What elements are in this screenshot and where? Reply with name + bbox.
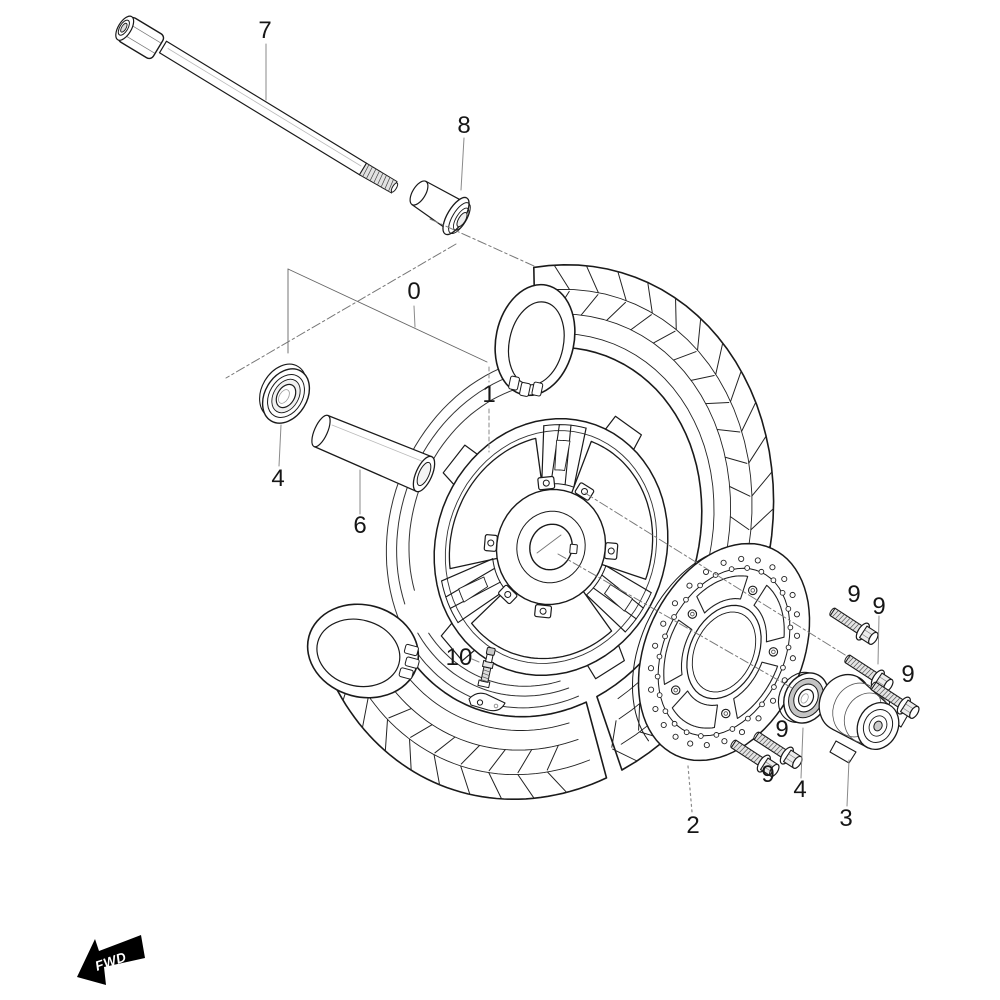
callout-label-8: 8 (457, 112, 471, 139)
brake-disc (632, 542, 811, 762)
leader-lines (265, 43, 880, 813)
wheel-bearing-left (259, 363, 311, 424)
speedometer-drive-unit (818, 674, 910, 764)
valve-stem (468, 646, 506, 712)
callout-label-1: 1 (482, 381, 496, 408)
wheel-bearing-right (777, 671, 829, 724)
callout-label-2: 2 (686, 812, 700, 839)
callout-label-0: 0 (407, 278, 421, 305)
callout-label-9e: 9 (761, 761, 775, 788)
front-axle-shaft (115, 15, 399, 194)
callout-label-9d: 9 (775, 716, 789, 743)
callout-label-10: 10 (445, 644, 473, 671)
callout-label-6: 6 (353, 512, 367, 539)
fwd-direction-marker: FWD (77, 935, 145, 985)
callout-label-4-left: 4 (271, 465, 285, 492)
callout-label-9b: 9 (872, 593, 886, 620)
callout-label-3: 3 (839, 805, 853, 832)
hub-spacer-tube (311, 414, 436, 493)
wheel-face-spokes-hub (433, 415, 669, 680)
fwd-arrow-icon (77, 935, 145, 985)
axle-collar (409, 180, 471, 236)
callout-label-7: 7 (258, 17, 272, 44)
construction-lines (225, 218, 851, 689)
callout-label-4-right: 4 (793, 776, 807, 803)
callout-label-9a: 9 (847, 581, 861, 608)
callout-label-9c: 9 (901, 661, 915, 688)
